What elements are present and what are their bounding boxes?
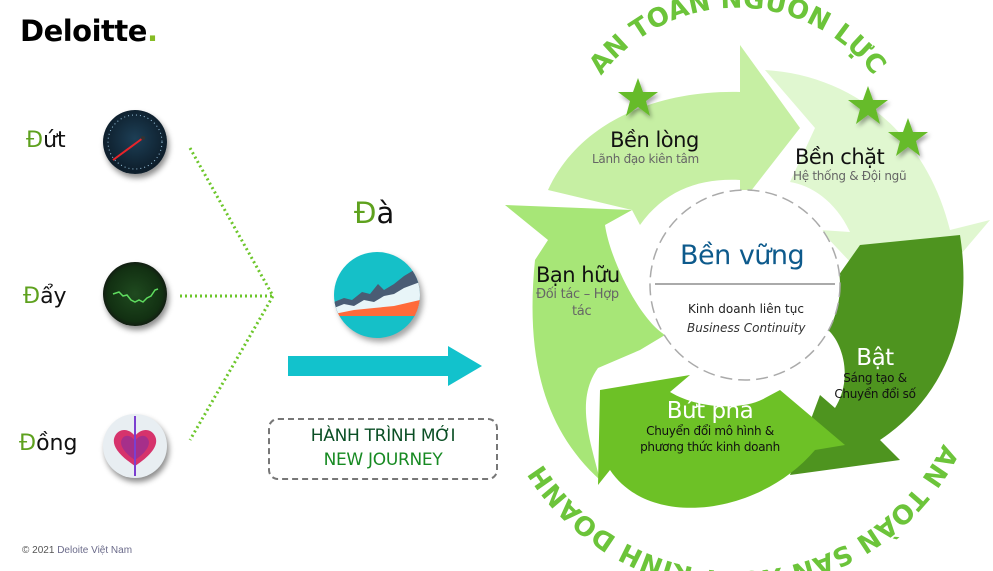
footer-brand: Deloite Việt Nam: [57, 545, 133, 556]
footer: © 2021 Deloite Việt Nam: [22, 545, 132, 556]
label-ben-chat: Bền chặt Hệ thống & Đội ngũ: [793, 145, 907, 183]
segment-subtitle: Lãnh đạo kiên tâm: [592, 152, 699, 166]
segment-subtitle: Chuyển đổi mô hình &: [646, 424, 774, 438]
heart-collage-icon: [103, 414, 167, 478]
word-dong: Đồng: [19, 431, 78, 456]
word-dut: Đứt: [26, 128, 66, 153]
journey-box: HÀNH TRÌNH MỚI NEW JOURNEY: [268, 418, 498, 480]
segment-subtitle: Đối tác – Hợp: [536, 287, 619, 302]
segment-ben-long: [548, 45, 800, 225]
segment-subtitle: tác: [572, 304, 592, 319]
right-arrow-icon: [288, 346, 482, 386]
label-bat: Bật Sáng tạo & Chuyển đổi số: [820, 345, 930, 401]
copyright: © 2021: [22, 545, 55, 556]
segment-title: Bạn hữu: [536, 263, 620, 287]
logo-text: Deloitte: [20, 14, 147, 48]
center-subtitle-en: Business Continuity: [687, 321, 806, 335]
label-ban-huu: Bạn hữu Đối tác – Hợp tác: [536, 263, 620, 319]
segment-title: Bứt phá: [666, 398, 754, 424]
segment-title: Bật: [856, 345, 894, 371]
segment-subtitle: Hệ thống & Đội ngũ: [793, 169, 907, 183]
journey-en-label: NEW JOURNEY: [323, 450, 443, 470]
logo-dot: .: [146, 14, 158, 48]
label-but-pha: Bứt phá Chuyển đổi mô hình & phương thức…: [610, 398, 810, 454]
segment-title: Bền chặt: [795, 145, 885, 169]
segment-subtitle: Sáng tạo &: [843, 371, 907, 385]
deloitte-logo: Deloitte.: [20, 14, 158, 48]
label-ben-long: Bền lòng Lãnh đạo kiên tâm: [592, 128, 699, 166]
segment-but-pha: [598, 375, 845, 508]
oscilloscope-icon: [103, 262, 167, 326]
star-icons: [618, 78, 928, 156]
segment-ban-huu: [505, 205, 665, 480]
segment-subtitle: Chuyển đổi số: [834, 387, 916, 401]
center-title: Bền vững: [680, 240, 805, 271]
segment-subtitle: phương thức kinh doanh: [640, 440, 780, 454]
momentum-chart-icon: [334, 252, 420, 338]
center-subtitle-vn: Kinh doanh liên tục: [688, 302, 804, 316]
journey-vn-label: HÀNH TRÌNH MỚI: [310, 426, 456, 446]
center-circle: [649, 189, 841, 381]
word-day: Đẩy: [23, 284, 67, 309]
word-da: Đà: [354, 196, 395, 230]
segment-title: Bền lòng: [610, 128, 699, 152]
speedometer-icon: [103, 110, 167, 174]
